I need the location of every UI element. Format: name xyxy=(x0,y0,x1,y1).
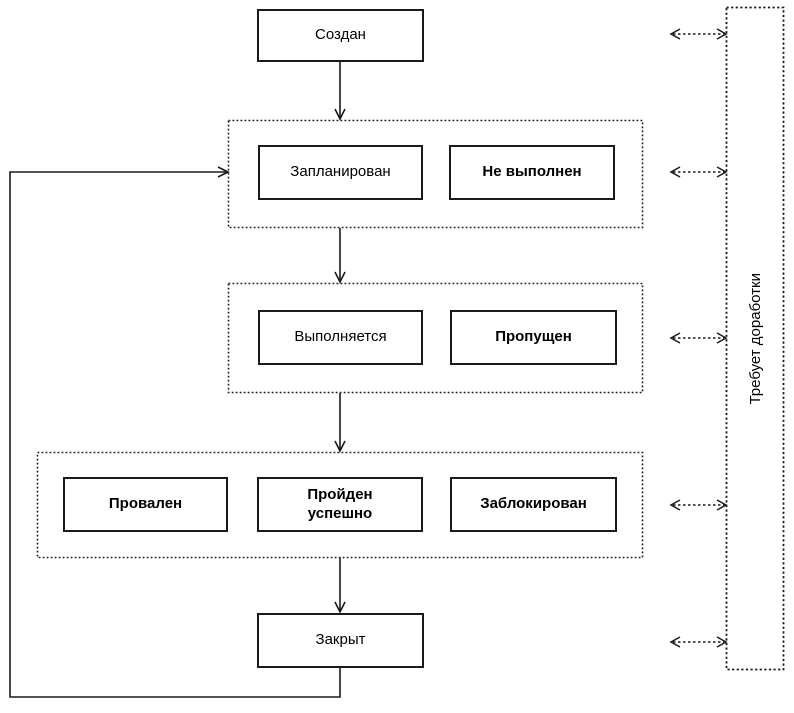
group-frame-executing xyxy=(227,282,644,394)
double-arrow-planned-rework xyxy=(669,166,728,178)
arrow-executing-to-result xyxy=(334,393,346,453)
group-frame-result xyxy=(36,451,644,559)
arrow-result-to-closed xyxy=(334,558,346,614)
node-planned: Запланирован xyxy=(258,145,423,200)
double-arrow-closed-rework xyxy=(669,636,728,648)
double-arrow-created-rework xyxy=(669,28,728,40)
node-passed: Пройден успешно xyxy=(257,477,423,532)
node-needs-rework: Требует доработки xyxy=(726,7,784,670)
double-arrow-executing-rework xyxy=(669,332,728,344)
arrow-created-to-planned xyxy=(334,62,346,121)
node-not-executed: Не выполнен xyxy=(449,145,615,200)
arrow-closed-loop-to-planned xyxy=(9,166,341,698)
node-skipped: Пропущен xyxy=(450,310,617,365)
node-created: Создан xyxy=(257,9,424,62)
node-closed: Закрыт xyxy=(257,613,424,668)
arrow-planned-to-executing xyxy=(334,228,346,284)
group-frame-needs-rework xyxy=(725,6,785,671)
group-frame-planned xyxy=(227,119,644,229)
node-in-progress: Выполняется xyxy=(258,310,423,365)
needs-rework-label: Требует доработки xyxy=(746,272,764,405)
node-blocked: Заблокирован xyxy=(450,477,617,532)
double-arrow-result-rework xyxy=(669,499,728,511)
node-failed: Провален xyxy=(63,477,228,532)
